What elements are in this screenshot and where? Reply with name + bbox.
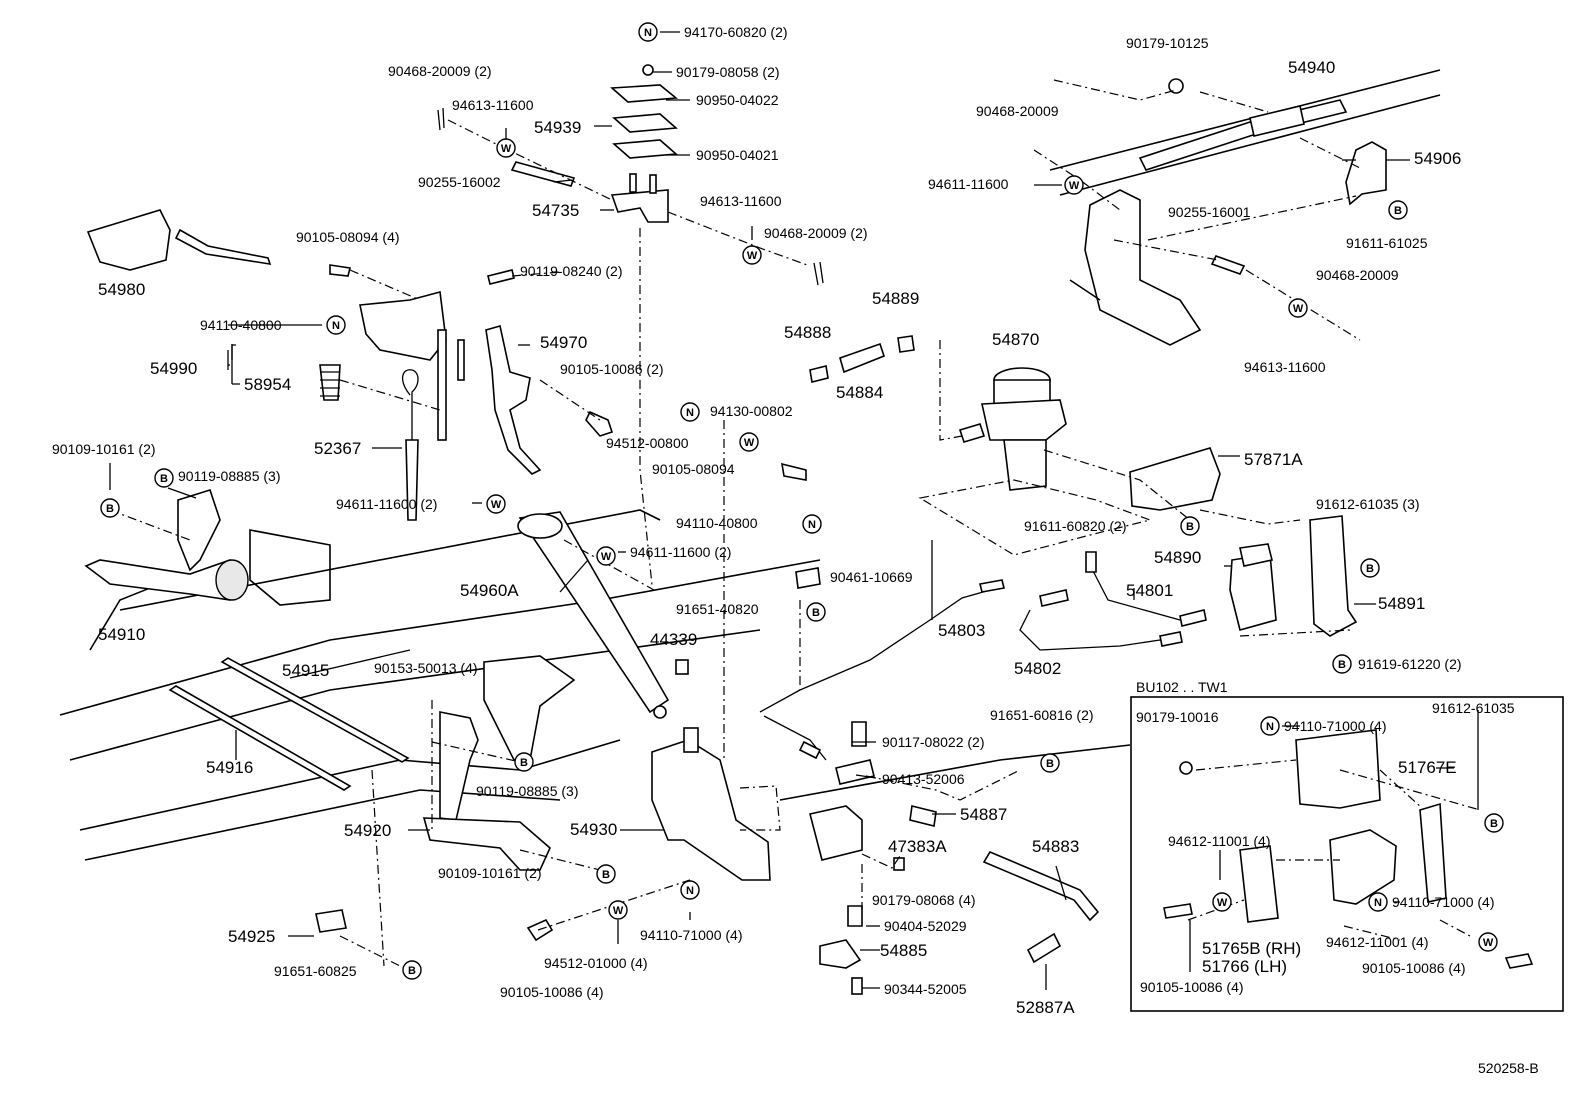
label-44339: 44339 (650, 630, 697, 649)
label-54939: 54939 (534, 118, 581, 137)
label-54890: 54890 (1154, 548, 1201, 567)
label-91612-61035-a: 91612-61035 (3) (1316, 496, 1420, 512)
label-91611-60820: 91611-60820 (2) (1024, 518, 1126, 534)
label-54884: 54884 (836, 383, 883, 402)
label-54887: 54887 (960, 805, 1007, 824)
label-94612-11001-a: 94612-11001 (4) (1168, 833, 1270, 849)
label-54889: 54889 (872, 289, 919, 308)
label-91612-61035-b: 91612-61035 (1432, 700, 1515, 716)
label-90344-52005: 90344-52005 (884, 981, 967, 997)
label-52887A: 52887A (1016, 998, 1075, 1017)
label-91619-61220: 91619-61220 (2) (1358, 656, 1462, 672)
label-51766-LH: 51766 (LH) (1202, 957, 1287, 976)
label-54802: 54802 (1014, 659, 1061, 678)
label-94613-11600-c: 94613-11600 (1244, 359, 1326, 375)
inset-box (1130, 696, 1564, 1012)
label-54735: 54735 (532, 201, 579, 220)
label-54883: 54883 (1032, 837, 1079, 856)
label-90179-08068: 90179-08068 (4) (872, 892, 976, 908)
label-94110-71000-c: 94110-71000 (4) (1392, 894, 1494, 910)
label-54803: 54803 (938, 621, 985, 640)
label-90950-04021: 90950-04021 (696, 147, 779, 163)
label-91651-60816: 91651-60816 (2) (990, 707, 1094, 723)
label-54925: 54925 (228, 927, 275, 946)
label-90153-50013: 90153-50013 (4) (374, 660, 478, 676)
label-90179-08058: 90179-08058 (2) (676, 64, 780, 80)
label-94512-01000: 94512-01000 (4) (544, 955, 648, 971)
label-90105-10086-d: 90105-10086 (4) (1362, 960, 1466, 976)
label-58954: 58954 (244, 375, 291, 394)
label-94170-60820: 94170-60820 (2) (684, 24, 788, 40)
label-90413-52006: 90413-52006 (882, 771, 965, 787)
label-94110-71000-b: 94110-71000 (4) (1284, 718, 1386, 734)
label-54920: 54920 (344, 821, 391, 840)
label-94110-40800-a: 94110-40800 (200, 317, 282, 333)
label-94611-11600-b: 94611-11600 (2) (630, 544, 731, 560)
label-90179-10125: 90179-10125 (1126, 35, 1209, 51)
label-94512-00800: 94512-00800 (606, 435, 689, 451)
label-94130-00802: 94130-00802 (710, 403, 793, 419)
label-91611-61025: 91611-61025 (1346, 235, 1428, 251)
badges (100, 22, 1504, 980)
label-94612-11001-b: 94612-11001 (4) (1326, 934, 1428, 950)
label-54888: 54888 (784, 323, 831, 342)
label-51767E: 51767E (1398, 758, 1457, 777)
label-54915: 54915 (282, 661, 329, 680)
label-90105-10086-c: 90105-10086 (4) (1140, 979, 1244, 995)
label-90179-10016: 90179-10016 (1136, 709, 1219, 725)
label-90950-04022: 90950-04022 (696, 92, 779, 108)
label-54970: 54970 (540, 333, 587, 352)
label-52367: 52367 (314, 439, 361, 458)
label-54940: 54940 (1288, 58, 1335, 77)
parts (84, 64, 1534, 995)
leader-lines (109, 31, 1481, 990)
label-54801: 54801 (1126, 581, 1173, 600)
label-54916: 54916 (206, 758, 253, 777)
vehicle-frame (59, 69, 1441, 861)
label-90119-08240: 90119-08240 (2) (520, 263, 622, 279)
label-54891: 54891 (1378, 594, 1425, 613)
callout-labels: 94170-60820 (2) 90179-08058 (2) 90950-04… (52, 24, 1539, 1076)
label-54990: 54990 (150, 359, 197, 378)
label-90105-10086-b: 90105-10086 (4) (500, 984, 604, 1000)
label-91651-60825: 91651-60825 (274, 963, 357, 979)
label-90255-16002: 90255-16002 (418, 174, 501, 190)
label-90461-10669: 90461-10669 (830, 569, 913, 585)
label-90119-08885-b: 90119-08885 (3) (476, 783, 578, 799)
label-90117-08022: 90117-08022 (2) (882, 734, 984, 750)
label-94110-40800-b: 94110-40800 (676, 515, 758, 531)
label-94110-71000-a: 94110-71000 (4) (640, 927, 742, 943)
label-94613-11600-a: 94613-11600 (452, 97, 534, 113)
label-57871A: 57871A (1244, 450, 1303, 469)
inset-title: BU102 . . TW1 (1136, 679, 1228, 695)
label-90468-20009-c: 90468-20009 (976, 103, 1059, 119)
label-90255-16001: 90255-16001 (1168, 204, 1251, 220)
label-54885: 54885 (880, 941, 927, 960)
label-54930: 54930 (570, 820, 617, 839)
label-54960A: 54960A (460, 581, 519, 600)
label-91651-40820: 91651-40820 (676, 601, 759, 617)
label-90468-20009-d: 90468-20009 (1316, 267, 1399, 283)
label-90468-20009-b: 90468-20009 (2) (764, 225, 868, 241)
label-94613-11600-b: 94613-11600 (700, 193, 782, 209)
label-90105-08094-b: 90105-08094 (652, 461, 735, 477)
label-94611-11600-a: 94611-11600 (2) (336, 496, 437, 512)
label-90119-08885-a: 90119-08885 (3) (178, 468, 280, 484)
label-54870: 54870 (992, 330, 1039, 349)
label-90468-20009-a: 90468-20009 (2) (388, 63, 492, 79)
label-90404-52029: 90404-52029 (884, 918, 967, 934)
label-90109-10161-a: 90109-10161 (2) (52, 441, 156, 457)
label-90109-10161-b: 90109-10161 (2) (438, 865, 542, 881)
exploded-parts-diagram: N W B (52, 22, 1564, 1076)
diagram-id: 520258-B (1478, 1060, 1539, 1076)
label-90105-10086-a: 90105-10086 (2) (560, 361, 664, 377)
label-47383A: 47383A (888, 837, 947, 856)
label-51765B-RH: 51765B (RH) (1202, 939, 1301, 958)
label-90105-08094-a: 90105-08094 (4) (296, 229, 400, 245)
label-94611-11600-c: 94611-11600 (928, 176, 1009, 192)
label-54906: 54906 (1414, 149, 1461, 168)
label-54980: 54980 (98, 280, 145, 299)
label-54910: 54910 (98, 625, 145, 644)
